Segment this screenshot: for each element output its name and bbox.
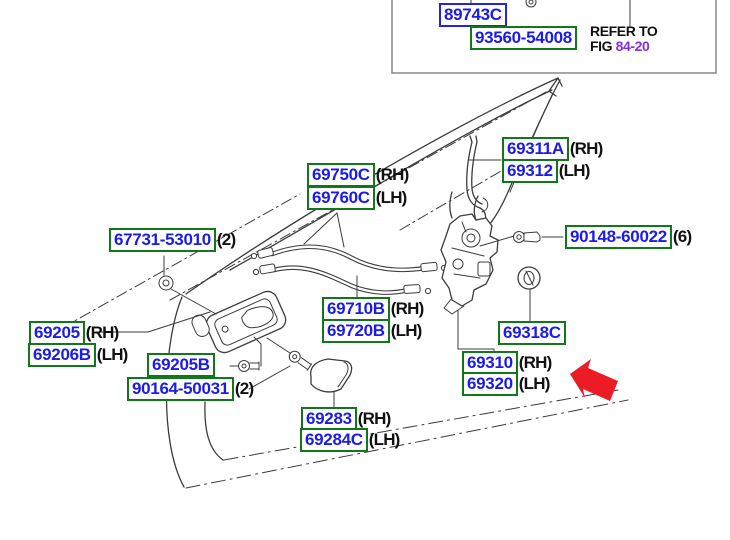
part-number-link[interactable]: 69318C — [498, 321, 566, 345]
part-label-93560-54008: 93560-54008 — [470, 26, 577, 50]
part-number-link[interactable]: 67731-53010 — [109, 228, 216, 252]
part-label-69760C: 69760C(LH) — [307, 186, 407, 210]
part-number-link[interactable]: 69710B — [322, 297, 390, 321]
part-label-69710B: 69710B(RH) — [322, 297, 424, 321]
part-label-69310: 69310(RH) — [462, 351, 552, 375]
side-designator: (6) — [672, 227, 692, 246]
handle-screw-icon — [238, 360, 260, 372]
part-number-link[interactable]: 69205B — [147, 353, 215, 377]
clip-icon — [158, 275, 174, 291]
part-label-69720B: 69720B(LH) — [322, 319, 422, 343]
part-label-89743C: 89743C — [439, 3, 507, 27]
part-label-69205: 69205(RH) — [29, 321, 119, 345]
part-number-link[interactable]: 93560-54008 — [470, 26, 577, 50]
part-number-link[interactable]: 69206B — [28, 343, 96, 367]
handle-bezel-cover-drawing — [310, 358, 353, 408]
part-number-link[interactable]: 90164-50031 — [127, 377, 234, 401]
side-designator: (2) — [234, 379, 254, 398]
side-designator: (LH) — [558, 161, 591, 180]
side-designator: (RH) — [357, 409, 391, 428]
part-number-link[interactable]: 69284C — [300, 428, 368, 452]
bezel-screw-icon — [288, 350, 313, 371]
refer-to-line1: REFER TO — [590, 23, 658, 39]
part-number-link[interactable]: 69750C — [307, 163, 375, 187]
side-designator: (LH) — [390, 321, 423, 340]
lock-screw-icon — [513, 231, 564, 243]
refer-to-note: REFER TO FIG 84-20 — [590, 23, 658, 54]
part-label-69318C: 69318C — [498, 321, 566, 345]
side-designator: (RH) — [390, 299, 424, 318]
part-label-67731-53010: 67731-53010(2) — [109, 228, 236, 252]
part-number-link[interactable]: 69720B — [322, 319, 390, 343]
side-designator: (RH) — [518, 353, 552, 372]
small-screw-icon — [525, 0, 537, 8]
highlight-arrow — [570, 359, 618, 401]
part-number-link[interactable]: 69320 — [462, 372, 518, 396]
part-number-link[interactable]: 69312 — [502, 159, 558, 183]
part-number-link[interactable]: 69205 — [29, 321, 85, 345]
part-label-69312: 69312(LH) — [502, 159, 590, 183]
door-lock-assembly-drawing — [440, 191, 515, 352]
refer-to-line2: FIG 84-20 — [590, 38, 650, 54]
grommet-icon — [517, 266, 541, 322]
side-designator: (LH) — [518, 374, 551, 393]
side-designator: (RH) — [375, 165, 409, 184]
door-window-frame — [61, 77, 563, 329]
side-designator: (2) — [216, 230, 236, 249]
part-label-69205B: 69205B — [147, 353, 215, 377]
side-designator: (LH) — [375, 188, 408, 207]
part-label-90164-50031: 90164-50031(2) — [127, 377, 254, 401]
cable-end-fittings — [250, 247, 448, 295]
figure-reference-link[interactable]: 84-20 — [615, 38, 650, 54]
part-number-link[interactable]: 90148-60022 — [565, 225, 672, 249]
side-designator: (LH) — [368, 430, 401, 449]
side-designator: (LH) — [96, 345, 129, 364]
handle-leaders — [95, 255, 294, 390]
part-label-69311A: 69311A(RH) — [502, 137, 603, 161]
part-label-69206B: 69206B(LH) — [28, 343, 128, 367]
inner-door-handle-drawing — [191, 290, 287, 354]
part-number-link[interactable]: 89743C — [439, 3, 507, 27]
part-number-link[interactable]: 69760C — [307, 186, 375, 210]
part-label-90148-60022: 90148-60022(6) — [565, 225, 692, 249]
release-cables-drawing — [250, 212, 448, 298]
side-designator: (RH) — [569, 139, 603, 158]
part-label-69750C: 69750C(RH) — [307, 163, 409, 187]
part-number-link[interactable]: 69311A — [502, 137, 569, 161]
part-label-69320: 69320(LH) — [462, 372, 550, 396]
part-label-69284C: 69284C(LH) — [300, 428, 400, 452]
side-designator: (RH) — [85, 323, 119, 342]
